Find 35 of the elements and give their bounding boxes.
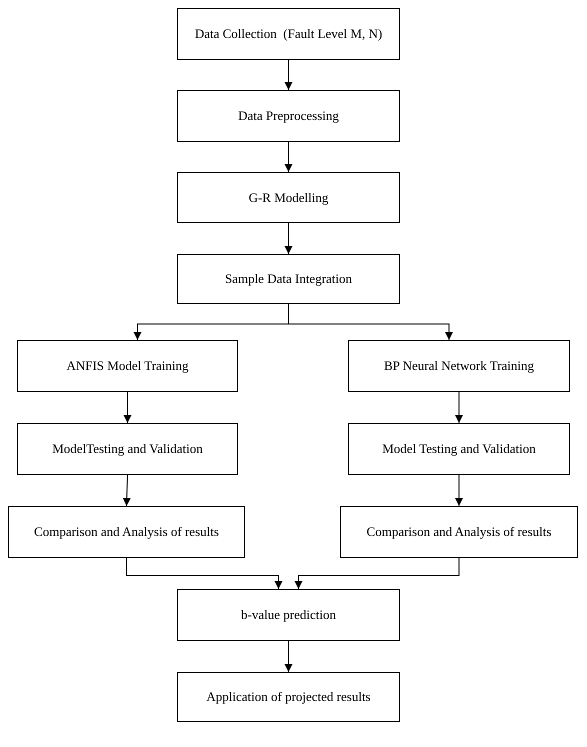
step-label: Model Testing and Validation xyxy=(382,441,536,457)
arrow xyxy=(126,558,282,590)
process-box xyxy=(177,589,400,641)
process-box xyxy=(8,506,245,558)
step-label: b-value prediction xyxy=(241,607,336,623)
process-box xyxy=(177,8,400,60)
arrow xyxy=(122,474,131,506)
process-box xyxy=(340,506,578,558)
arrow xyxy=(284,222,292,254)
step-label: BP Neural Network Training xyxy=(384,358,534,374)
step-label: Application of projected results xyxy=(206,689,371,705)
step-label: Comparison and Analysis of results xyxy=(366,524,552,540)
step-label: Data Collection (Fault Level M, N) xyxy=(194,26,382,42)
process-box xyxy=(177,90,400,142)
process-box xyxy=(348,423,570,475)
step-label: Sample Data Integration xyxy=(224,271,352,287)
process-box xyxy=(177,172,400,223)
arrow xyxy=(294,558,460,590)
arrow xyxy=(455,392,463,424)
arrow xyxy=(284,60,292,90)
arrow xyxy=(455,474,463,506)
process-box xyxy=(17,340,238,392)
arrow xyxy=(284,640,292,672)
arrow xyxy=(124,392,132,424)
process-box xyxy=(177,672,400,722)
process-box xyxy=(348,340,570,392)
step-label: ModelTesting and Validation xyxy=(52,441,203,457)
step-label: Data Preprocessing xyxy=(238,108,339,124)
process-box xyxy=(17,423,238,475)
step-label: ANFIS Model Training xyxy=(66,358,189,374)
step-label: G-R Modelling xyxy=(248,190,328,206)
arrow xyxy=(284,142,292,172)
step-label: Comparison and Analysis of results xyxy=(34,524,219,540)
process-box xyxy=(177,254,400,304)
arrow xyxy=(288,304,453,340)
